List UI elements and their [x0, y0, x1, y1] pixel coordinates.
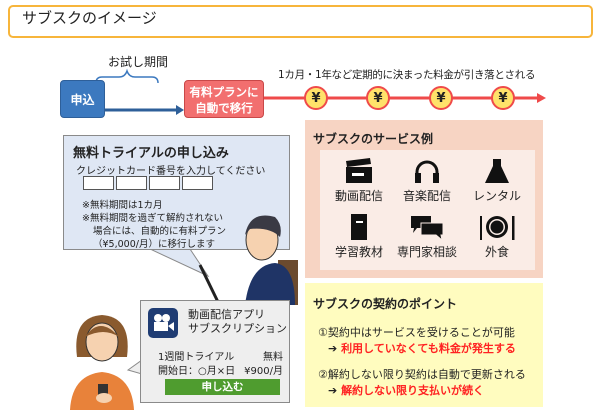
service-dining: 外食	[462, 214, 532, 260]
trial-brace	[95, 68, 159, 84]
service-learning: 学習教材	[324, 214, 394, 260]
service-label: レンタル	[472, 189, 521, 203]
bubble-subtitle: クレジットカード番号を入力してください	[76, 166, 266, 177]
note: ※無料期間は1カ月	[82, 200, 163, 211]
woman-with-phone-illustration	[70, 315, 142, 410]
point-2-result-text: 解約しない限り支払いが続く	[341, 384, 485, 397]
contract-points-title: サブスクの契約のポイント	[313, 297, 458, 311]
periodic-charge-label: 1カ月・1年など定期的に決まった料金が引き落とされる	[278, 69, 536, 81]
paid-line2: 自動で移行	[195, 101, 253, 115]
app-name-line1: 動画配信アプリ	[188, 308, 265, 321]
note: （¥5,000/月）に移行します	[93, 239, 215, 250]
service-label: 専門家相談	[396, 245, 457, 259]
contract-points-panel	[305, 283, 543, 407]
service-consulting: 専門家相談	[392, 214, 462, 260]
service-music: 音楽配信	[392, 158, 462, 204]
service-video: 動画配信	[324, 158, 394, 204]
trial-price: 無料	[263, 352, 283, 363]
card-number-field[interactable]	[83, 176, 114, 190]
bubble-title: 無料トライアルの申し込み	[73, 146, 229, 161]
title-box	[8, 5, 593, 38]
yen-coin-icon: ¥	[491, 86, 515, 110]
monthly-price: ¥900/月	[244, 366, 283, 377]
payment-arrow-head	[537, 93, 546, 103]
arrow-icon: ➔	[328, 384, 338, 397]
apply-box: 申込	[60, 80, 105, 118]
page-title: サブスクのイメージ	[22, 9, 157, 27]
dress-icon	[485, 159, 509, 183]
yen-coin-icon: ¥	[429, 86, 453, 110]
paid-line1: 有料プランに	[189, 85, 259, 99]
trial-row: 1週間トライアル 無料	[158, 348, 283, 363]
subscribe-button[interactable]: 申し込む	[165, 379, 280, 395]
clapperboard-icon	[346, 158, 372, 183]
card-number-field[interactable]	[149, 176, 180, 190]
service-examples-title: サブスクのサービス例	[313, 132, 434, 146]
card-number-field[interactable]	[116, 176, 147, 190]
paid-plan-box: 有料プランに自動で移行	[184, 80, 264, 118]
service-rental: レンタル	[462, 158, 532, 204]
video-camera-icon	[148, 308, 178, 338]
card-number-field[interactable]	[182, 176, 213, 190]
headphones-icon	[415, 160, 439, 183]
service-label: 外食	[484, 245, 509, 259]
point-2: ②解約しない限り契約は自動で更新される	[318, 368, 526, 381]
chat-icon	[411, 216, 444, 240]
trial-period-label: お試し期間	[108, 55, 169, 69]
service-label: 動画配信	[334, 189, 383, 203]
book-icon	[351, 214, 367, 240]
service-label: 学習教材	[334, 245, 383, 259]
note: 場合には、自動的に有料プラン	[93, 226, 227, 237]
point-2-result: ➔ 解約しない限り支払いが続く	[328, 382, 484, 398]
dining-icon	[480, 216, 515, 240]
note: ※無料期間を過ぎて解約されない	[82, 213, 223, 224]
app-name: 動画配信アプリサブスクリプション	[188, 308, 287, 336]
point-1-result: ➔ 利用していなくても料金が発生する	[328, 340, 516, 356]
point-1-result-text: 利用していなくても料金が発生する	[341, 342, 516, 355]
trial-label: 1週間トライアル	[158, 352, 235, 363]
start-date: 開始日：○月×日	[158, 366, 236, 377]
man-with-laptop-illustration	[198, 215, 298, 305]
trial-arrow-head	[176, 105, 184, 115]
service-label: 音楽配信	[402, 189, 451, 203]
yen-coin-icon: ¥	[304, 86, 328, 110]
yen-coin-icon: ¥	[366, 86, 390, 110]
point-1: ①契約中はサービスを受けることが可能	[318, 326, 515, 339]
app-name-line2: サブスクリプション	[188, 322, 287, 335]
arrow-icon: ➔	[328, 342, 338, 355]
start-row: 開始日：○月×日 ¥900/月	[158, 362, 283, 377]
